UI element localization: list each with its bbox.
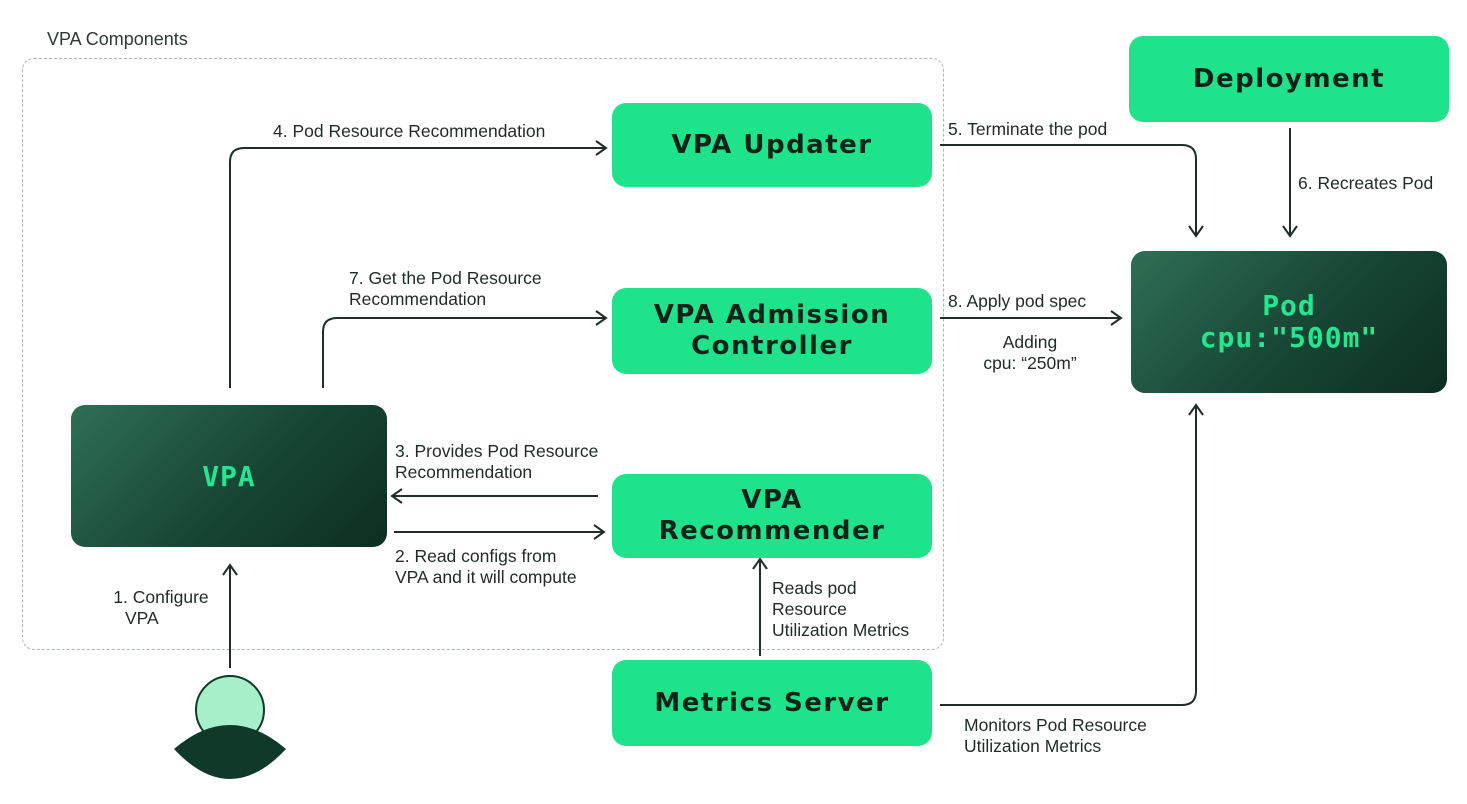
edge-label-monitors-line2: Utilization Metrics <box>964 736 1102 756</box>
metrics-server-label: Metrics Server <box>654 687 890 718</box>
edge-label-configure: 1. Configure VPA <box>100 587 222 629</box>
vpa-recommender-label-line2: Recommender <box>658 516 886 546</box>
edge-label-adding-line1: Adding <box>1002 332 1058 352</box>
edge-label-provides-line1: 3. Provides Pod Resource <box>395 441 599 461</box>
edge-label-get-line1: 7. Get the Pod Resource <box>349 268 542 288</box>
pod-cpu: cpu:"500m" <box>1199 321 1379 354</box>
vpa-recommender-node: VPA Recommender <box>612 474 932 558</box>
edge-label-provides-line2: Recommendation <box>395 462 533 482</box>
edge-label-reads-line1: Reads pod <box>772 578 857 598</box>
vpa-label: VPA <box>202 459 256 493</box>
pod-node: Pod cpu:"500m" <box>1131 251 1447 393</box>
vpa-admission-controller-node: VPA Admission Controller <box>612 288 932 374</box>
vpa-admission-label-line2: Controller <box>691 331 853 361</box>
edge-label-pod-resource-recommendation: 4. Pod Resource Recommendation <box>273 121 546 141</box>
edge-label-read-configs: 2. Read configs from VPA and it will com… <box>395 546 577 588</box>
edge-label-reads-line2: Resource <box>772 599 847 619</box>
edge-label-reads-line3: Utilization Metrics <box>772 620 910 640</box>
vpa-components-group <box>22 58 944 650</box>
edge-label-adding-line2: cpu: “250m” <box>983 353 1077 373</box>
vpa-updater-node: VPA Updater <box>612 103 932 187</box>
edge-label-adding-cpu: Adding cpu: “250m” <box>955 332 1105 374</box>
vpa-recommender-label-line1: VPA <box>741 485 803 516</box>
metrics-server-node: Metrics Server <box>612 660 932 746</box>
pod-title: Pod <box>1262 288 1316 322</box>
arrow-terminate-pod <box>940 144 1204 238</box>
edge-label-apply-pod-spec: 8. Apply pod spec <box>948 291 1087 311</box>
edge-label-read-configs-line1: 2. Read configs from <box>395 546 557 566</box>
arrow-monitors-pod <box>940 403 1204 706</box>
vpa-node: VPA <box>71 405 387 547</box>
group-title: VPA Components <box>47 29 188 49</box>
deployment-node: Deployment <box>1129 36 1449 122</box>
deployment-label: Deployment <box>1192 63 1386 94</box>
edge-label-recreates-pod: 6. Recreates Pod <box>1298 173 1434 193</box>
edge-label-configure-line2: VPA <box>125 608 159 628</box>
edge-label-provides-recommendation: 3. Provides Pod Resource Recommendation <box>395 441 598 483</box>
edge-label-get-line2: Recommendation <box>349 289 487 309</box>
edge-label-monitors-line1: Monitors Pod Resource <box>964 715 1147 735</box>
edge-label-read-configs-line2: VPA and it will compute <box>395 567 577 587</box>
arrow-pod-resource-recommendation <box>229 140 608 388</box>
user-icon <box>174 675 286 779</box>
edge-label-terminate-pod: 5. Terminate the pod <box>948 119 1108 139</box>
arrow-get-recommendation <box>322 310 608 388</box>
edge-label-get-recommendation: 7. Get the Pod Resource Recommendation <box>349 268 542 310</box>
edge-label-reads-metrics: Reads pod Resource Utilization Metrics <box>772 578 909 641</box>
vpa-updater-label: VPA Updater <box>671 129 873 160</box>
edge-label-monitors-pod: Monitors Pod Resource Utilization Metric… <box>964 715 1147 757</box>
vpa-admission-label-line1: VPA Admission <box>653 300 891 331</box>
edge-label-configure-line1: 1. Configure <box>113 587 209 607</box>
